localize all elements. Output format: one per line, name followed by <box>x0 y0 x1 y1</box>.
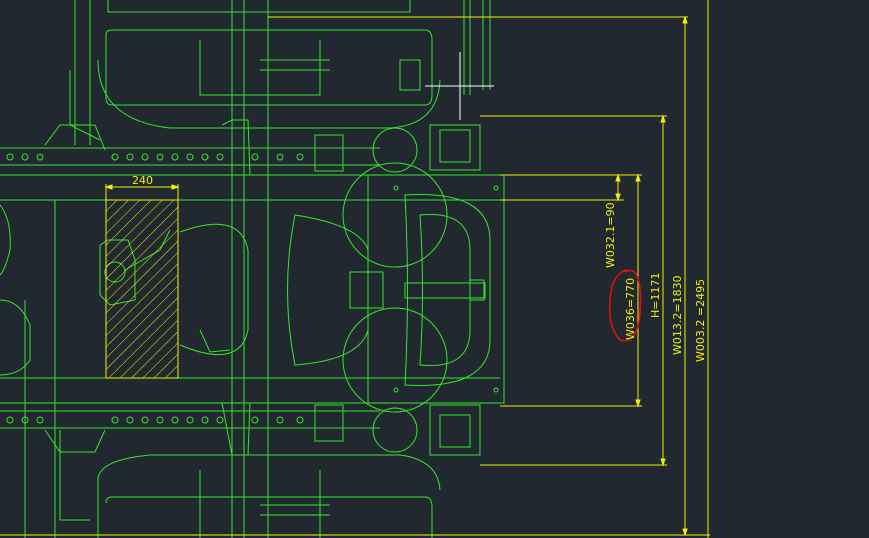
dim-w003-label: W003.2 =2495 <box>694 279 707 362</box>
dimension-geometry <box>0 0 710 538</box>
dim-w013-label: W013.2=1830 <box>671 275 684 355</box>
dim-240-label: 240 <box>132 174 153 187</box>
dim-w036-label: W036=770 <box>624 278 637 340</box>
dim-w032-label: W032.1=90 <box>604 202 617 268</box>
annotation-circle <box>608 269 642 342</box>
chassis-geometry <box>0 0 505 538</box>
dim-h-label: H=1171 <box>649 273 662 318</box>
crosshair-cursor <box>425 52 494 120</box>
